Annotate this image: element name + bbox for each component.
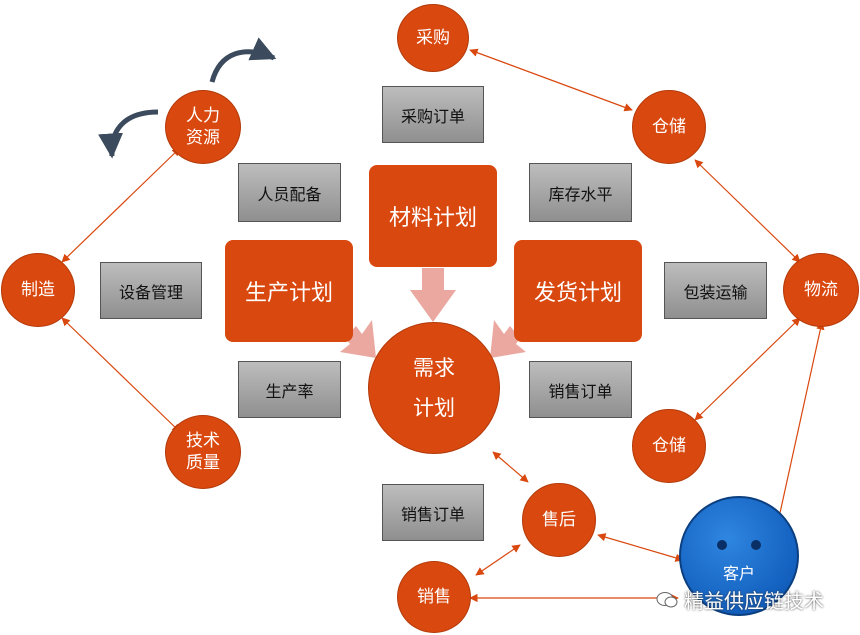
box-production-rate: 生产率: [238, 361, 341, 418]
node-warehouse-top: 仓储: [632, 90, 706, 164]
curved-arrow-1: [98, 109, 159, 159]
node-warehouse-bottom: 仓储: [632, 409, 706, 483]
box-inventory-level-label: 库存水平: [548, 184, 613, 204]
node-after-sales: 售后: [522, 483, 596, 557]
node-manufacturing-label: 制造: [21, 280, 55, 300]
node-demand-plan-line1: 需求: [413, 356, 455, 380]
box-inventory-level: 库存水平: [529, 163, 632, 222]
node-logistics-label: 物流: [804, 280, 838, 300]
node-tech-quality: 技术 质量: [165, 415, 241, 489]
plan-shipping: 发货计划: [514, 240, 642, 342]
plan-shipping-label: 发货计划: [533, 281, 622, 306]
link-aftersales-customer: [597, 533, 684, 562]
node-after-sales-label: 售后: [542, 510, 576, 530]
box-packaging-transport-label: 包装运输: [683, 282, 748, 302]
node-hr-line1: 人力: [186, 106, 220, 126]
node-hr-line2: 资源: [186, 128, 220, 148]
box-packaging-transport: 包装运输: [664, 262, 767, 319]
link-aftersales-sales: [475, 544, 521, 576]
node-warehouse-bottom-label: 仓储: [652, 436, 686, 456]
node-tech-quality-line2: 质量: [186, 453, 220, 473]
plan-production: 生产计划: [225, 240, 353, 342]
box-purchase-order-label: 采购订单: [400, 106, 465, 126]
customer-eye-right-icon: [751, 540, 761, 550]
link-demand-aftersales: [492, 451, 529, 483]
node-customer: 客户: [679, 496, 799, 616]
box-equipment-management: 设备管理: [100, 262, 202, 319]
customer-eye-left-icon: [717, 540, 727, 550]
link-purchase-warehouse: [469, 48, 633, 112]
box-sales-order-right-label: 销售订单: [548, 381, 613, 401]
block-arrow-material: [410, 268, 456, 322]
box-staffing-label: 人员配备: [257, 184, 322, 204]
link-hr-manufacturing: [61, 147, 181, 263]
plan-material-label: 材料计划: [388, 206, 477, 231]
box-sales-order-right: 销售订单: [529, 361, 632, 418]
node-logistics: 物流: [783, 253, 859, 327]
box-purchase-order: 采购订单: [382, 86, 484, 143]
link-manufacturing-quality: [61, 317, 181, 433]
box-equipment-management-label: 设备管理: [118, 282, 183, 302]
node-purchase-label: 采购: [416, 28, 450, 48]
box-staffing: 人员配备: [238, 163, 341, 222]
wechat-icon: [656, 591, 678, 607]
node-human-resources: 人力 资源: [165, 90, 241, 164]
link-logistics-customer: [775, 321, 825, 523]
link-warehouse-logistics: [694, 159, 801, 263]
block-arrow-shipping: [490, 320, 526, 358]
box-production-rate-label: 生产率: [265, 381, 314, 401]
node-demand-plan-line2: 计划: [413, 396, 455, 420]
node-warehouse-top-label: 仓储: [652, 117, 686, 137]
box-sales-order-bottom: 销售订单: [382, 484, 484, 541]
node-tech-quality-line1: 技术: [186, 431, 220, 451]
node-sales-label: 销售: [417, 587, 451, 607]
box-sales-order-bottom-label: 销售订单: [400, 504, 465, 524]
node-purchase: 采购: [397, 4, 469, 72]
block-arrow-production: [340, 320, 376, 358]
node-customer-label: 客户: [723, 564, 756, 583]
watermark-text: 精益供应链技术: [684, 589, 824, 613]
plan-material: 材料计划: [369, 165, 497, 267]
link-logistics-warehouse: [694, 317, 801, 421]
node-manufacturing: 制造: [1, 253, 75, 327]
watermark: 精益供应链技术: [656, 585, 824, 614]
curved-arrow-2: [209, 37, 277, 83]
node-sales: 销售: [397, 561, 471, 633]
plan-production-label: 生产计划: [244, 281, 333, 306]
node-demand-plan: 需求 计划: [368, 322, 500, 454]
